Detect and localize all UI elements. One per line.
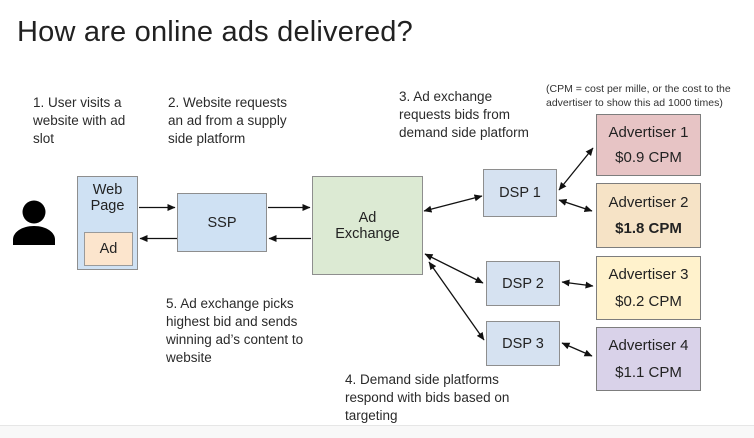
arrow-dsp2-advertiser3 (561, 279, 594, 289)
advertiser-1-name: Advertiser 1 (608, 123, 689, 141)
cpm-definition-note: (CPM = cost per mille, or the cost to th… (546, 83, 731, 109)
advertiser-4-name: Advertiser 4 (608, 337, 689, 355)
ad-slot-box: Ad (84, 232, 133, 266)
dsp3-label: DSP 3 (502, 335, 544, 352)
user-icon (13, 200, 55, 245)
advertiser-3-name: Advertiser 3 (608, 266, 689, 284)
dsp1-label: DSP 1 (499, 185, 541, 201)
arrow-dsp1-advertiser2 (558, 199, 593, 212)
arrow-adexchange-dsp1 (423, 194, 483, 213)
advertiser-1-box: Advertiser 1 $0.9 CPM (596, 114, 701, 176)
ssp-label: SSP (207, 214, 237, 231)
arrow-adexchange-dsp3 (428, 261, 485, 341)
ad-exchange-label: Ad Exchange (335, 209, 400, 242)
dsp3-box: DSP 3 (486, 321, 560, 366)
dsp1-box: DSP 1 (483, 169, 557, 217)
advertiser-2-name: Advertiser 2 (608, 193, 689, 211)
ssp-box: SSP (177, 193, 267, 252)
arrow-dsp1-advertiser1 (558, 147, 594, 191)
step-5-label: 5. Ad exchange picks highest bid and sen… (166, 296, 304, 365)
ad-exchange-box: Ad Exchange (312, 176, 423, 275)
advertiser-3-cpm: $0.2 CPM (615, 292, 682, 310)
advertiser-3-box: Advertiser 3 $0.2 CPM (596, 256, 701, 320)
step-4-label: 4. Demand side platforms respond with bi… (345, 372, 510, 423)
web-page-label: Web Page (90, 182, 125, 214)
arrow-adexchange-dsp2 (424, 253, 484, 284)
dsp2-label: DSP 2 (502, 275, 544, 292)
advertiser-1-cpm: $0.9 CPM (615, 149, 682, 167)
advertiser-2-box: Advertiser 2 $1.8 CPM (596, 183, 701, 248)
advertiser-2-cpm: $1.8 CPM (615, 220, 682, 238)
step-2-label: 2. Website requests an ad from a supply … (168, 95, 288, 146)
page-title: How are online ads delivered? (17, 16, 413, 48)
step-1-label: 1. User visits a website with ad slot (33, 95, 126, 146)
advertiser-4-cpm: $1.1 CPM (615, 363, 682, 381)
ad-slot-label: Ad (99, 241, 118, 257)
viewer-bottom-strip (0, 425, 754, 438)
advertiser-4-box: Advertiser 4 $1.1 CPM (596, 327, 701, 391)
dsp2-box: DSP 2 (486, 261, 560, 306)
step-3-label: 3. Ad exchange requests bids from demand… (399, 89, 529, 140)
arrow-dsp3-advertiser4 (561, 342, 593, 357)
